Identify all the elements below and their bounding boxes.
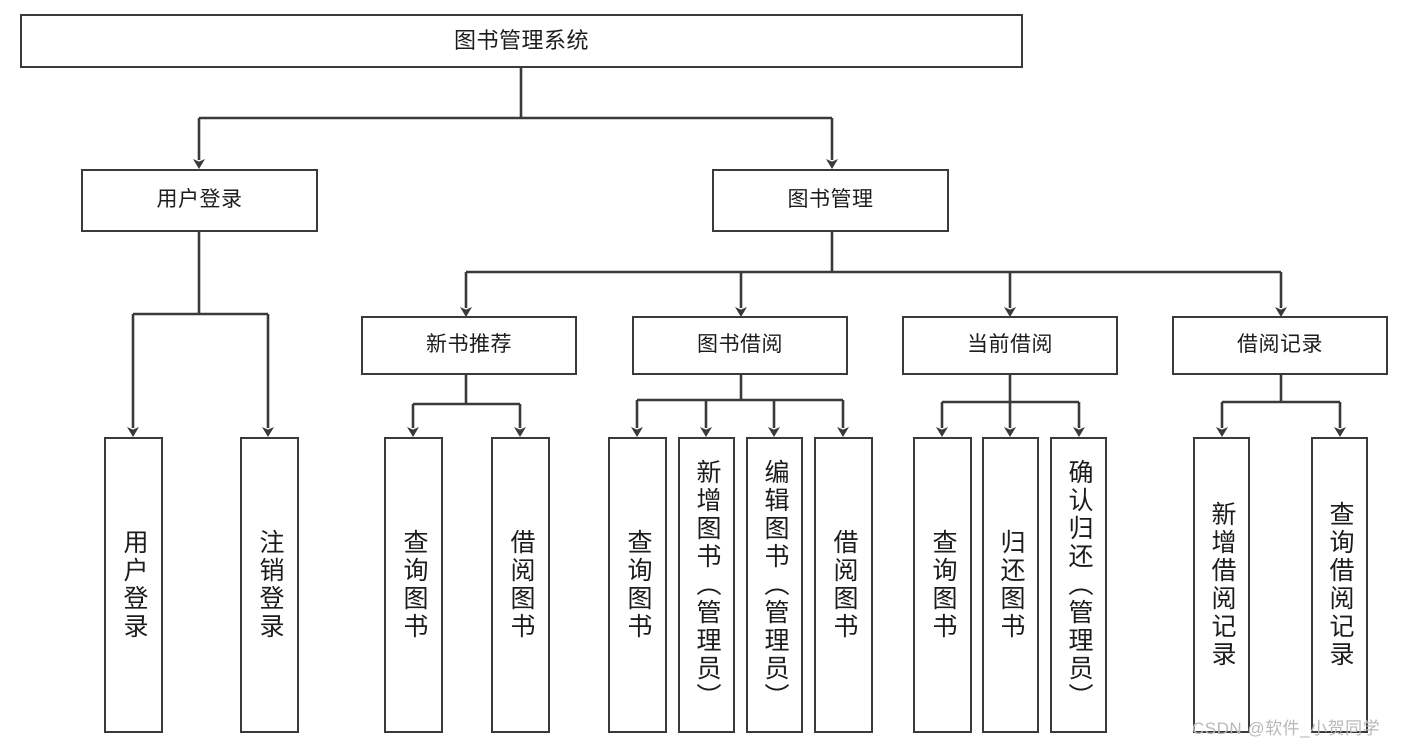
node-book-borrow[interactable]: 图书借阅 <box>632 316 848 375</box>
node-leaf-return-book[interactable]: 归还图书 <box>982 437 1039 733</box>
node-new-book-rec-label: 新书推荐 <box>426 333 512 357</box>
node-leaf-logout[interactable]: 注销登录 <box>240 437 299 733</box>
node-leaf-return-book-label: 归还图书 <box>997 529 1025 641</box>
node-book-admin-label: 图书管理 <box>787 188 874 212</box>
node-current-borrow[interactable]: 当前借阅 <box>902 316 1118 375</box>
node-book-admin[interactable]: 图书管理 <box>712 169 949 232</box>
node-user-login-label: 用户登录 <box>156 188 243 212</box>
node-leaf-query-book-1-label: 查询图书 <box>400 529 428 641</box>
node-leaf-logout-label: 注销登录 <box>256 529 284 641</box>
node-current-borrow-label: 当前借阅 <box>967 333 1053 357</box>
node-leaf-query-book-3-label: 查询图书 <box>929 529 957 641</box>
node-leaf-edit-book-label: 编辑图书（管理员） <box>761 459 789 711</box>
node-leaf-confirm-return[interactable]: 确认归还（管理员） <box>1050 437 1107 733</box>
node-leaf-query-book-2-label: 查询图书 <box>624 529 652 641</box>
node-root[interactable]: 图书管理系统 <box>20 14 1023 68</box>
node-leaf-borrow-book-2-label: 借阅图书 <box>830 529 858 641</box>
node-leaf-query-record[interactable]: 查询借阅记录 <box>1311 437 1368 733</box>
node-new-book-rec[interactable]: 新书推荐 <box>361 316 577 375</box>
node-leaf-borrow-book-1-label: 借阅图书 <box>507 529 535 641</box>
node-leaf-add-record-label: 新增借阅记录 <box>1208 501 1236 669</box>
node-leaf-add-record[interactable]: 新增借阅记录 <box>1193 437 1250 733</box>
node-leaf-add-book[interactable]: 新增图书（管理员） <box>678 437 735 733</box>
node-borrow-record[interactable]: 借阅记录 <box>1172 316 1388 375</box>
node-leaf-user-login[interactable]: 用户登录 <box>104 437 163 733</box>
node-book-borrow-label: 图书借阅 <box>697 333 783 357</box>
csdn-watermark: CSDN @软件_小贺同学 <box>1192 719 1381 738</box>
node-borrow-record-label: 借阅记录 <box>1237 333 1323 357</box>
node-leaf-query-book-1[interactable]: 查询图书 <box>384 437 443 733</box>
node-leaf-borrow-book-1[interactable]: 借阅图书 <box>491 437 550 733</box>
node-leaf-add-book-label: 新增图书（管理员） <box>693 459 721 711</box>
node-leaf-confirm-return-label: 确认归还（管理员） <box>1065 459 1093 711</box>
node-leaf-query-record-label: 查询借阅记录 <box>1326 501 1354 669</box>
node-root-label: 图书管理系统 <box>453 28 589 54</box>
node-user-login[interactable]: 用户登录 <box>81 169 318 232</box>
node-leaf-query-book-3[interactable]: 查询图书 <box>913 437 972 733</box>
node-leaf-borrow-book-2[interactable]: 借阅图书 <box>814 437 873 733</box>
node-leaf-user-login-label: 用户登录 <box>120 529 148 641</box>
node-leaf-edit-book[interactable]: 编辑图书（管理员） <box>746 437 803 733</box>
node-leaf-query-book-2[interactable]: 查询图书 <box>608 437 667 733</box>
